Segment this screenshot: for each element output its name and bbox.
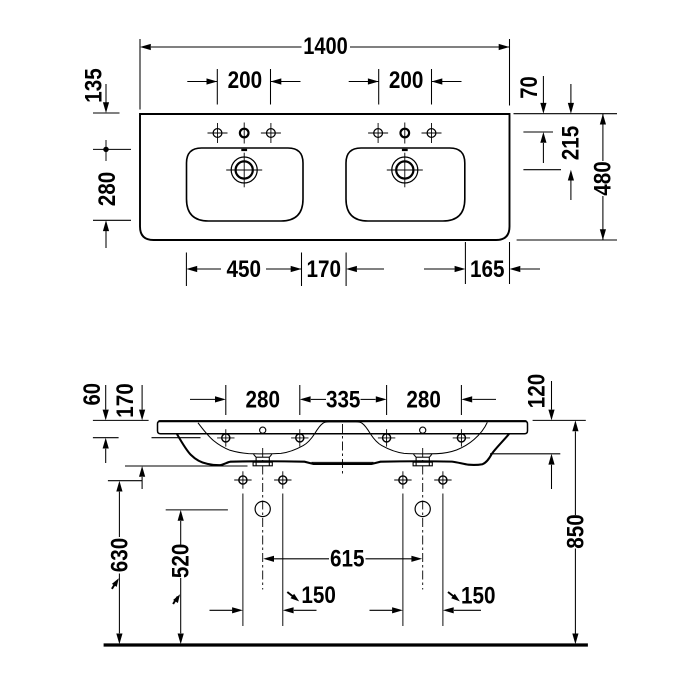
svg-text:150: 150	[461, 583, 496, 610]
svg-text:1400: 1400	[303, 33, 348, 60]
svg-text:215: 215	[557, 126, 584, 161]
svg-text:630: 630	[107, 538, 134, 573]
svg-text:280: 280	[246, 387, 281, 414]
svg-text:615: 615	[330, 546, 365, 573]
svg-text:280: 280	[406, 387, 441, 414]
svg-text:60: 60	[79, 383, 106, 406]
svg-text:120: 120	[523, 374, 550, 409]
svg-text:850: 850	[563, 514, 590, 549]
svg-text:70: 70	[516, 76, 543, 99]
svg-text:150: 150	[301, 582, 336, 609]
svg-text:200: 200	[389, 67, 424, 94]
svg-text:200: 200	[228, 67, 263, 94]
svg-text:520: 520	[168, 544, 195, 579]
svg-text:335: 335	[326, 387, 361, 414]
svg-text:135: 135	[80, 68, 107, 103]
svg-text:480: 480	[590, 161, 617, 196]
svg-text:280: 280	[94, 172, 121, 207]
svg-text:450: 450	[227, 256, 262, 283]
svg-text:165: 165	[470, 256, 505, 283]
svg-text:170: 170	[307, 256, 342, 283]
svg-text:170: 170	[112, 383, 139, 418]
